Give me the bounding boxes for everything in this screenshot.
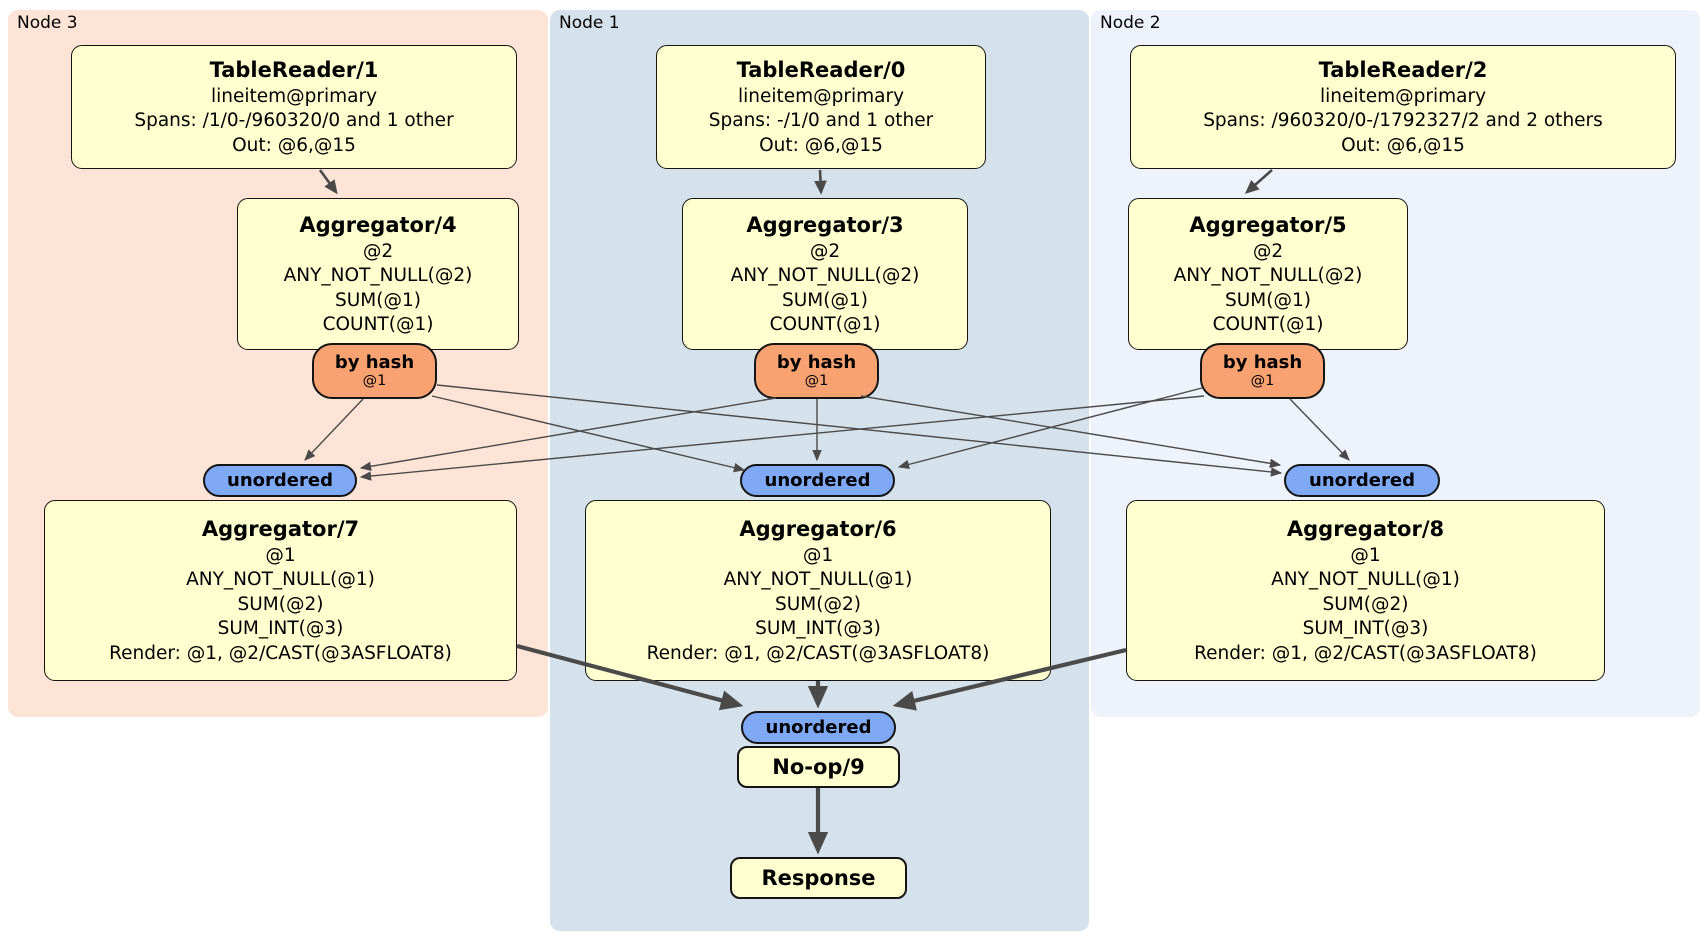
processor-detail: SUM(@1) (1225, 289, 1311, 311)
node3-label: Node 3 (17, 13, 78, 33)
processor-title: Aggregator/7 (201, 516, 360, 541)
processor-detail: SUM_INT(@3) (755, 618, 881, 640)
router-detail: @1 (804, 373, 829, 389)
processor-detail: @2 (362, 240, 394, 262)
processor-detail: @2 (1252, 240, 1284, 262)
processor-detail: Render: @1, @2/CAST(@3ASFLOAT8) (646, 642, 990, 664)
processor-detail: @1 (1350, 544, 1381, 566)
processor-title: Aggregator/5 (1189, 212, 1347, 237)
processor-detail: ANY_NOT_NULL(@1) (723, 569, 913, 591)
processor-title: Aggregator/6 (739, 516, 897, 541)
processor-tablereader-2: TableReader/2 lineitem@primary Spans: /9… (1130, 45, 1676, 169)
sync-unordered-node3: unordered (203, 464, 357, 497)
processor-aggregator-7: Aggregator/7 @1 ANY_NOT_NULL(@1) SUM(@2)… (44, 500, 517, 681)
router-by-hash-node2: by hash @1 (1200, 343, 1325, 399)
processor-detail: Render: @1, @2/CAST(@3ASFLOAT8) (1194, 642, 1537, 664)
processor-title: TableReader/1 (209, 57, 379, 82)
processor-detail: Out: @6,@15 (1341, 134, 1465, 156)
processor-aggregator-4: Aggregator/4 @2 ANY_NOT_NULL(@2) SUM(@1)… (237, 198, 519, 350)
processor-detail: COUNT(@1) (1212, 314, 1324, 335)
node1-label: Node 1 (559, 13, 620, 33)
processor-detail: lineitem@primary (1319, 85, 1487, 107)
router-label: by hash (776, 352, 857, 373)
processor-detail: SUM(@2) (1322, 593, 1409, 615)
processor-detail: ANY_NOT_NULL(@2) (730, 265, 920, 286)
processor-detail: ANY_NOT_NULL(@1) (1271, 569, 1460, 591)
router-by-hash-node3: by hash @1 (312, 343, 437, 399)
processor-tablereader-0: TableReader/0 lineitem@primary Spans: -/… (656, 45, 986, 169)
processor-title: Aggregator/3 (746, 212, 904, 237)
processor-detail: COUNT(@1) (322, 314, 434, 335)
processor-detail: SUM_INT(@3) (1302, 618, 1429, 640)
processor-title: Aggregator/8 (1286, 516, 1445, 541)
processor-response: Response (730, 857, 907, 899)
processor-detail: SUM(@1) (782, 289, 868, 311)
processor-detail: SUM(@1) (335, 289, 421, 311)
processor-aggregator-5: Aggregator/5 @2 ANY_NOT_NULL(@2) SUM(@1)… (1128, 198, 1408, 350)
router-label: by hash (1222, 352, 1303, 373)
processor-title: TableReader/2 (1318, 57, 1488, 82)
router-by-hash-node1: by hash @1 (754, 343, 879, 399)
router-detail: @1 (362, 373, 387, 389)
processor-detail: Out: @6,@15 (759, 134, 883, 156)
processor-detail: Spans: /1/0-/960320/0 and 1 other (134, 110, 454, 132)
sync-unordered-node2: unordered (1284, 464, 1440, 497)
processor-detail: Out: @6,@15 (232, 134, 356, 156)
node2-label: Node 2 (1100, 13, 1161, 33)
processor-detail: lineitem@primary (737, 85, 905, 107)
processor-noop-9: No-op/9 (737, 746, 900, 788)
router-label: by hash (334, 352, 415, 373)
processor-tablereader-1: TableReader/1 lineitem@primary Spans: /1… (71, 45, 517, 169)
processor-aggregator-8: Aggregator/8 @1 ANY_NOT_NULL(@1) SUM(@2)… (1126, 500, 1605, 681)
processor-aggregator-6: Aggregator/6 @1 ANY_NOT_NULL(@1) SUM(@2)… (585, 500, 1051, 681)
processor-detail: ANY_NOT_NULL(@2) (1173, 265, 1363, 286)
processor-detail: SUM(@2) (775, 593, 861, 615)
processor-aggregator-3: Aggregator/3 @2 ANY_NOT_NULL(@2) SUM(@1)… (682, 198, 968, 350)
processor-title: TableReader/0 (736, 57, 906, 82)
processor-detail: Spans: /960320/0-/1792327/2 and 2 others (1203, 110, 1603, 132)
sync-unordered-node1: unordered (740, 464, 895, 497)
processor-detail: Spans: -/1/0 and 1 other (708, 110, 934, 132)
processor-detail: @1 (802, 544, 834, 566)
processor-detail: @2 (809, 240, 841, 262)
processor-title: Aggregator/4 (299, 212, 457, 237)
processor-detail: ANY_NOT_NULL(@1) (186, 569, 375, 591)
processor-detail: SUM(@2) (237, 593, 324, 615)
processor-detail: SUM_INT(@3) (217, 618, 344, 640)
router-detail: @1 (1250, 373, 1275, 389)
processor-detail: @1 (265, 544, 296, 566)
processor-detail: Render: @1, @2/CAST(@3ASFLOAT8) (109, 642, 452, 664)
processor-detail: ANY_NOT_NULL(@2) (283, 265, 473, 286)
sync-unordered-final: unordered (741, 711, 896, 744)
processor-detail: COUNT(@1) (769, 314, 881, 335)
processor-detail: lineitem@primary (210, 85, 378, 107)
